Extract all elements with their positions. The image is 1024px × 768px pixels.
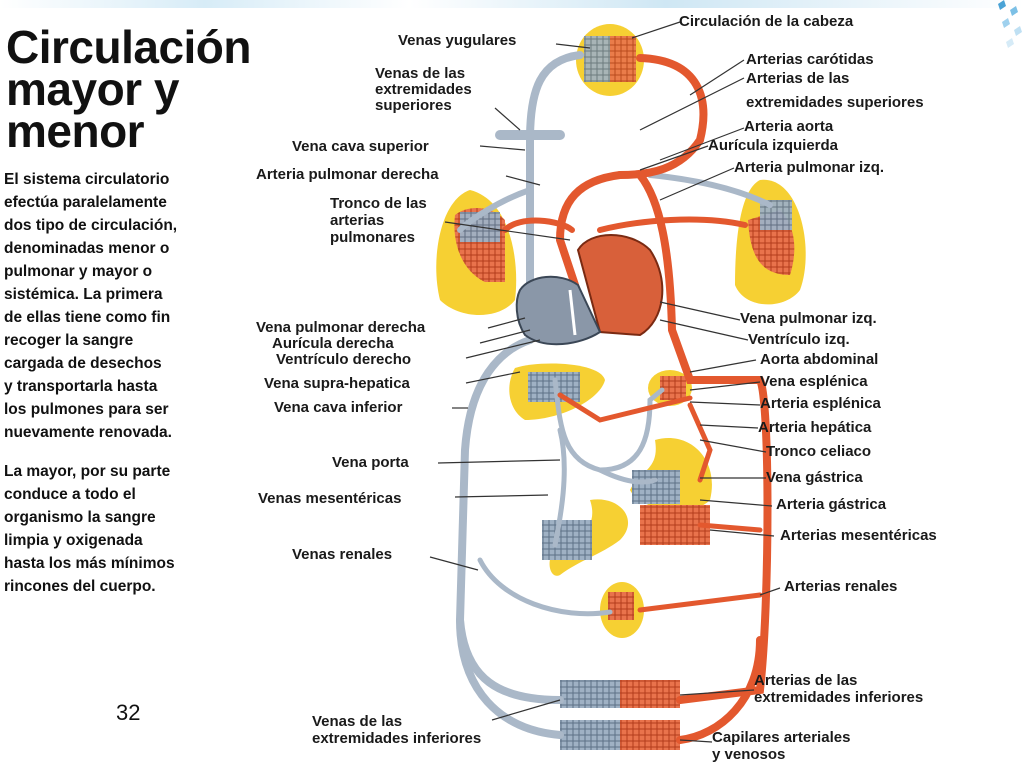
label-arterias-mesentericas: Arterias mesentéricas (780, 527, 937, 544)
arteries (502, 54, 772, 744)
label-vena-cava-inferior: Vena cava inferior (274, 399, 403, 416)
page-number: 32 (116, 700, 141, 725)
text-line: de ellas tiene como fin (4, 309, 171, 326)
label-arteria-pulmonar-derecha: Arteria pulmonar derecha (256, 166, 439, 183)
leader-lines (429, 21, 781, 743)
label-capilares-arteriales-venosos: Capilares arteriales (712, 729, 851, 746)
label-aorta-abdominal: Aorta abdominal (760, 351, 879, 368)
kidney (600, 582, 644, 638)
label-venas-renales: Venas renales (292, 546, 393, 563)
heart (515, 234, 664, 346)
text-line: denominadas menor o (4, 240, 170, 257)
text-line: dos tipo de circulación, (4, 217, 178, 234)
paragraph-mayor: La mayor, por su parte conduce a todo el… (4, 460, 244, 598)
label-tronco-arterias-pulmonares: Tronco de las (330, 195, 427, 212)
leg-capillaries (560, 680, 680, 750)
text-line: los pulmones para ser (4, 401, 169, 418)
label-arteria-aorta: Arteria aorta (744, 118, 834, 135)
text-line: El sistema circulatorio (4, 171, 170, 188)
label-venas-extremidades-inferiores: extremidades inferiores (312, 730, 482, 747)
label-vena-esplenica: Vena esplénica (760, 373, 868, 390)
label-ventriculo-derecho: Ventrículo derecho (276, 351, 412, 368)
head-capillaries (576, 24, 644, 96)
text-line: efectúa paralelamente (4, 194, 167, 211)
label-tronco-arterias-pulmonares: pulmonares (330, 229, 416, 246)
label-arterias-extremidades-superiores: extremidades superiores (746, 94, 924, 111)
text-line: organismo la sangre (4, 509, 156, 526)
left-lung (735, 179, 806, 305)
label-arteria-gastrica: Arteria gástrica (776, 496, 887, 513)
label-tronco-arterias-pulmonares: arterias (330, 212, 385, 229)
label-venas-extremidades-superiores: superiores (375, 97, 452, 114)
label-arterias-extremidades-superiores: Arterias de las (746, 70, 850, 87)
label-circulacion-cabeza: Circulación de la cabeza (679, 13, 854, 30)
text-line: hasta los más mínimos (4, 555, 175, 572)
title-line: menor (6, 105, 145, 157)
label-venas-extremidades-inferiores: Venas de las (312, 713, 403, 730)
text-line: cargada de desechos (4, 355, 162, 372)
label-vena-pulmonar-izq: Vena pulmonar izq. (740, 310, 877, 327)
text-line: La mayor, por su parte (4, 463, 171, 480)
text-line: y transportarla hasta (4, 378, 158, 395)
label-arterias-renales: Arterias renales (784, 578, 898, 595)
veins (455, 51, 773, 739)
title-line: mayor y (6, 63, 179, 115)
text-line: limpia y oxigenada (4, 532, 143, 549)
label-venas-mesentericas: Venas mesentéricas (258, 490, 402, 507)
title-line: Circulación (6, 21, 252, 73)
spleen (648, 370, 692, 406)
label-tronco-celiaco: Tronco celiaco (766, 443, 872, 460)
slide-title: Circulación mayor y menor (6, 21, 336, 157)
corner-decoration (998, 0, 1022, 48)
label-ventriculo-izq: Ventrículo izq. (748, 331, 850, 348)
slide-top-decoration (0, 0, 1024, 8)
label-vena-cava-superior: Vena cava superior (292, 138, 429, 155)
label-vena-pulmonar-derecha: Vena pulmonar derecha (256, 319, 426, 336)
paragraph-menor: El sistema circulatorio efectúa paralela… (4, 168, 244, 444)
label-arteria-esplenica: Arteria esplénica (760, 395, 881, 412)
text-line: conduce a todo el (4, 486, 136, 503)
label-capilares-arteriales-venosos: y venosos (712, 746, 786, 763)
label-arteria-hepatica: Arteria hepática (758, 419, 872, 436)
label-arterias-carotidas: Arterias carótidas (746, 51, 874, 68)
text-line: sistémica. La primera (4, 286, 163, 303)
label-venas-yugulares: Venas yugulares (398, 32, 517, 49)
label-arteria-pulmonar-izq: Arteria pulmonar izq. (734, 159, 885, 176)
label-venas-extremidades-superiores: extremidades (375, 81, 472, 98)
stomach (630, 438, 712, 511)
text-line: nuevamente renovada. (4, 424, 172, 441)
label-vena-porta: Vena porta (332, 454, 409, 471)
label-arterias-extremidades-inferiores: extremidades inferiores (754, 689, 924, 706)
text-line: recoger la sangre (4, 332, 134, 349)
intestine (542, 499, 710, 576)
text-line: pulmonar y mayor o (4, 263, 153, 280)
label-venas-extremidades-superiores: Venas de las (375, 65, 466, 82)
label-auricula-derecha: Aurícula derecha (272, 335, 394, 352)
label-vena-supra-hepatica: Vena supra-hepatica (264, 375, 410, 392)
label-vena-gastrica: Vena gástrica (766, 469, 863, 486)
label-auricula-izquierda: Aurícula izquierda (708, 137, 839, 154)
slide-body-text: El sistema circulatorio efectúa paralela… (4, 168, 244, 614)
right-lung (436, 190, 517, 315)
text-line: rincones del cuerpo. (4, 578, 156, 595)
label-arterias-extremidades-inferiores: Arterias de las (754, 672, 858, 689)
